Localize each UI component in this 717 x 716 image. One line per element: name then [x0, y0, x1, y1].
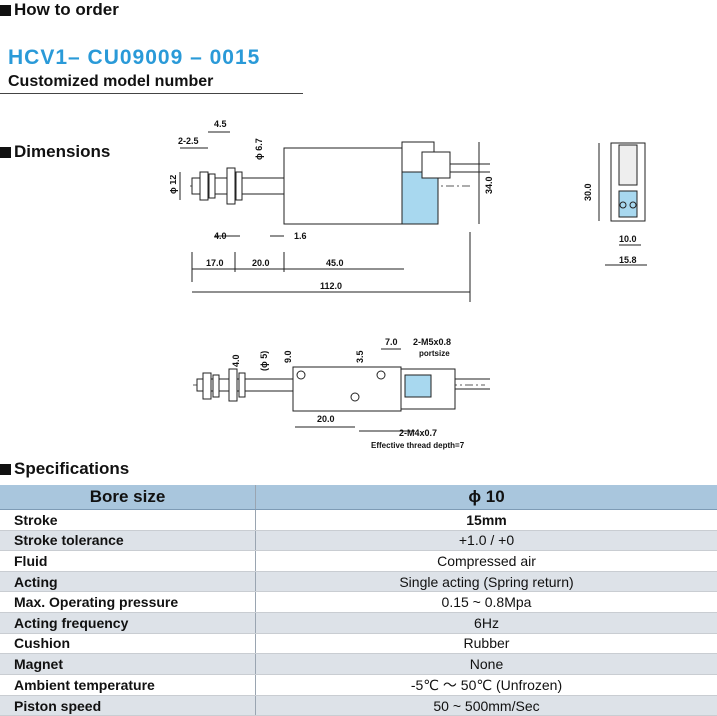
dim-label: 7.0 [385, 337, 398, 347]
dim-label: 2-2.5 [178, 136, 199, 146]
top-view-drawing: 4.5 2-2.5 ϕ 6.7 ϕ 12 34.0 4.0 1.6 17.0 2… [170, 119, 494, 302]
spec-value: 50 ~ 500mm/Sec [255, 695, 717, 716]
dim-label: 15.8 [619, 255, 637, 265]
table-row: Acting Single acting (Spring return) [0, 571, 717, 593]
square-bullet-icon [0, 146, 11, 158]
table-row: Ambient temperature -5℃ ～ 50℃ (Unfrozen) [0, 674, 717, 696]
spec-key: Max. Operating pressure [0, 591, 256, 613]
specifications-heading: Specifications [0, 459, 129, 479]
table-row: Cushion Rubber [0, 633, 717, 655]
spec-value: Compressed air [255, 550, 717, 572]
table-row: Acting frequency 6Hz [0, 612, 717, 634]
dim-label: 45.0 [326, 258, 344, 268]
spec-key: Ambient temperature [0, 674, 256, 696]
dim-label: 10.0 [619, 234, 637, 244]
spec-key: Stroke [0, 509, 256, 531]
dim-label: 112.0 [320, 281, 342, 291]
bottom-view-drawing: 7.0 2-M5x0.8 portsize 4.0 (ϕ 5) 9.0 3.5 … [193, 337, 490, 450]
dim-label: 2-M4x0.7 [399, 428, 437, 438]
dimensions-heading: Dimensions [0, 142, 110, 162]
spec-key: Acting [0, 571, 256, 593]
dim-label: 3.5 [355, 350, 365, 363]
side-view-drawing: 30.0 10.0 15.8 [583, 142, 647, 266]
table-row: Stroke 15mm [0, 509, 717, 531]
spec-value: Rubber [255, 633, 717, 655]
table-row: Stroke tolerance +1.0 / +0 [0, 530, 717, 552]
spec-key: Stroke tolerance [0, 530, 256, 552]
specifications-title: Specifications [14, 459, 130, 478]
spec-value: +1.0 / +0 [255, 530, 717, 552]
dim-label: 30.0 [583, 183, 593, 201]
dim-label: 20.0 [252, 258, 270, 268]
square-bullet-icon [0, 463, 11, 475]
spec-value: -5℃ ～ 50℃ (Unfrozen) [255, 674, 717, 696]
dim-label: portsize [419, 349, 450, 358]
dim-label: 2-M5x0.8 [413, 337, 451, 347]
spec-key: Acting frequency [0, 612, 256, 634]
spec-value: 0.15 ~ 0.8Mpa [255, 591, 717, 613]
how-to-order-title: How to order [14, 0, 119, 19]
header-value: ϕ 10 [255, 485, 717, 510]
spec-value: 15mm [255, 509, 717, 531]
table-row: Magnet None [0, 653, 717, 675]
spec-key: Magnet [0, 653, 256, 675]
table-row: Max. Operating pressure 0.15 ~ 0.8Mpa [0, 591, 717, 613]
dim-label: 4.0 [231, 354, 241, 367]
model-number: HCV1– CU09009 – 0015 [8, 46, 261, 69]
dim-label: ϕ 6.7 [254, 138, 264, 160]
spec-key: Cushion [0, 633, 256, 655]
dim-label: 4.0 [214, 231, 227, 241]
dim-label: 1.6 [294, 231, 307, 241]
header-key: Bore size [0, 485, 256, 510]
spec-value: Single acting (Spring return) [255, 571, 717, 593]
divider [0, 93, 303, 94]
spec-key: Fluid [0, 550, 256, 572]
dim-label: 34.0 [484, 176, 494, 194]
table-row: Piston speed 50 ~ 500mm/Sec [0, 695, 717, 716]
spec-value: 6Hz [255, 612, 717, 634]
spec-key: Piston speed [0, 695, 256, 716]
specifications-table: Bore size ϕ 10 Stroke 15mm Stroke tolera… [0, 485, 717, 716]
dimensions-title: Dimensions [14, 142, 111, 161]
dim-label: ϕ 12 [170, 175, 178, 194]
model-number-label: Customized model number [8, 73, 214, 90]
square-bullet-icon [0, 4, 11, 16]
how-to-order-heading: How to order [0, 0, 119, 20]
dim-label: 4.5 [214, 119, 227, 129]
table-row: Fluid Compressed air [0, 550, 717, 572]
dim-label: Effective thread depth=7 [371, 441, 465, 450]
dim-label: 20.0 [317, 414, 335, 424]
dim-label: 17.0 [206, 258, 224, 268]
dim-label: 9.0 [283, 350, 293, 363]
table-header-row: Bore size ϕ 10 [0, 485, 717, 510]
spec-value: None [255, 653, 717, 675]
dim-label: (ϕ 5) [259, 351, 269, 371]
